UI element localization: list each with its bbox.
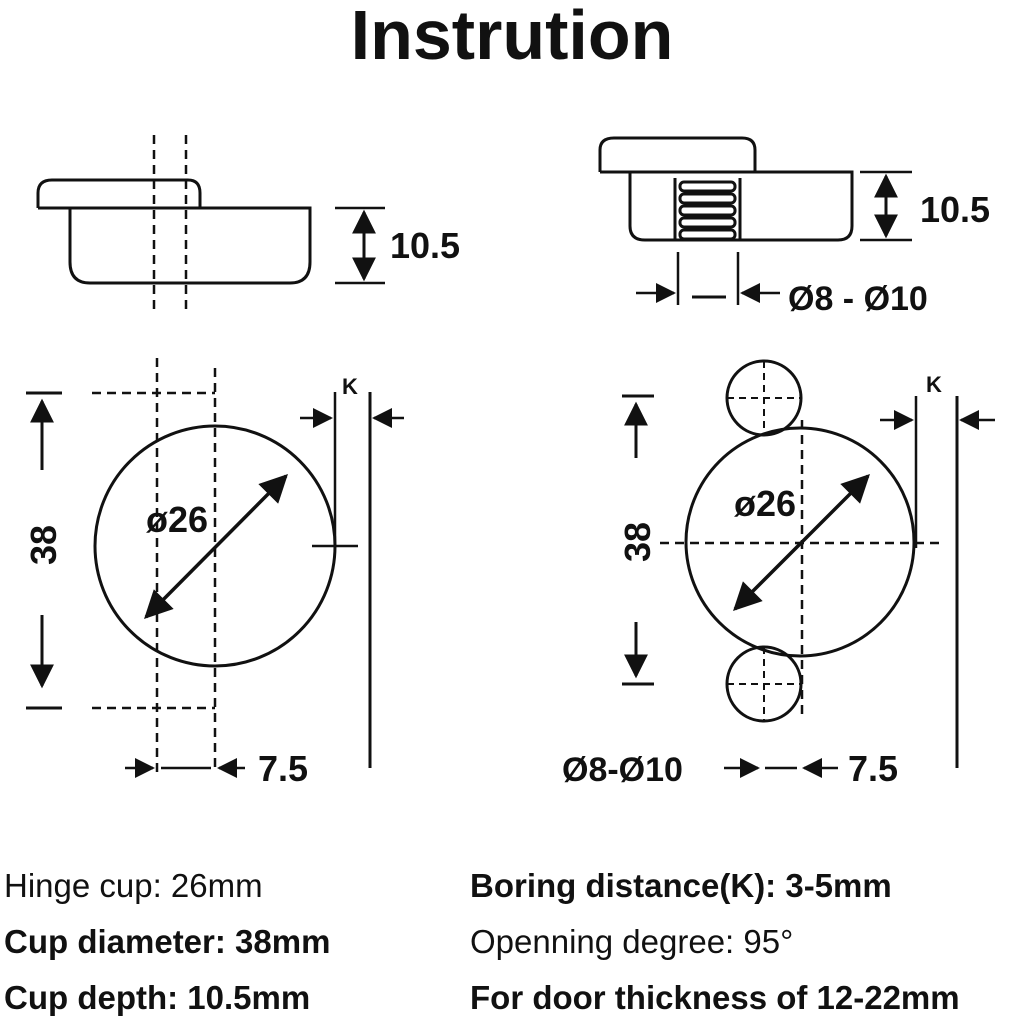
left-cup-body: [38, 206, 312, 285]
spec-hinge-cup: Hinge cup: 26mm: [4, 867, 263, 904]
right-height-label: 38: [617, 522, 658, 562]
left-boring-label: K: [342, 374, 358, 399]
right-cup-body: [600, 170, 854, 242]
right-diameter-arrow: [733, 474, 870, 611]
right-diameter-label: ø26: [734, 483, 796, 524]
spec-door-thickness: For door thickness of 12-22mm: [470, 979, 960, 1016]
left-side-view: [36, 135, 385, 312]
right-side-view: [598, 136, 912, 305]
right-screw-thread: [673, 178, 742, 241]
left-diameter-label: ø26: [146, 499, 208, 540]
left-depth-label: 10.5: [390, 225, 460, 266]
spec-cup-diameter: Cup diameter: 38mm: [4, 923, 331, 960]
left-top-view: [26, 358, 404, 778]
right-offset-label: 7.5: [848, 748, 898, 789]
right-boring-label: K: [926, 372, 942, 397]
right-screw-label: Ø8 - Ø10: [788, 280, 928, 318]
left-height-label: 38: [23, 525, 64, 565]
hinge-drawing: 10.5 10.5 Ø8 - Ø10: [23, 135, 995, 789]
spec-opening-degree: Openning degree: 95°: [470, 923, 794, 960]
right-cup-flange: [598, 136, 757, 172]
left-diameter-arrow: [144, 474, 288, 619]
right-depth-label: 10.5: [920, 189, 990, 230]
left-offset-label: 7.5: [258, 748, 308, 789]
right-hole-label: Ø8-Ø10: [562, 751, 683, 789]
right-cup-circle: [684, 426, 916, 658]
left-cup-flange: [36, 178, 202, 208]
page-title: Instrution: [350, 0, 674, 74]
spec-boring-distance: Boring distance(K): 3-5mm: [470, 867, 892, 904]
spec-cup-depth: Cup depth: 10.5mm: [4, 979, 311, 1016]
right-top-view: [622, 359, 995, 778]
